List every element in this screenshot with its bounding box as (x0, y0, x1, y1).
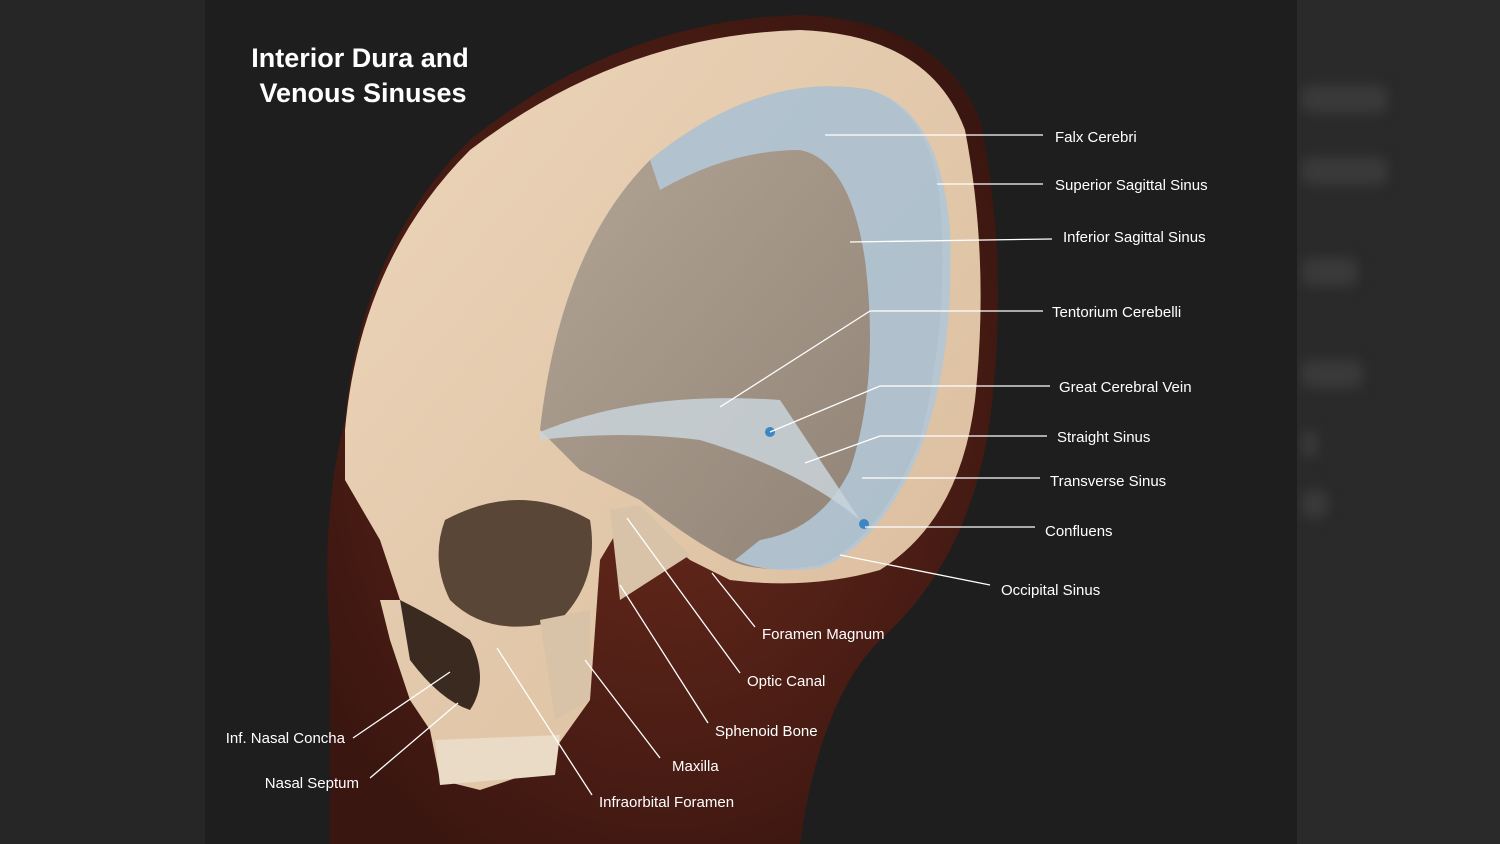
label-inferior-sagittal-sinus: Inferior Sagittal Sinus (1063, 229, 1206, 246)
title-line-2: Venous Sinuses (259, 78, 466, 108)
label-great-cerebral-vein: Great Cerebral Vein (1059, 379, 1192, 396)
maxilla-section (540, 610, 590, 720)
dura-falx (650, 86, 951, 571)
label-maxilla: Maxilla (672, 758, 719, 775)
right-blurred-margin (1297, 0, 1500, 844)
orbit (438, 500, 592, 627)
teeth (435, 735, 560, 785)
label-inf-nasal-concha: Inf. Nasal Concha (226, 730, 346, 747)
nasal-cavity (400, 600, 480, 710)
tentorium (540, 398, 860, 520)
label-optic-canal: Optic Canal (747, 673, 825, 690)
sphenoid-section (610, 505, 690, 600)
label-infraorbital-foramen: Infraorbital Foramen (599, 794, 734, 811)
label-tentorium-cerebelli: Tentorium Cerebelli (1052, 304, 1181, 321)
label-occipital-sinus: Occipital Sinus (1001, 582, 1100, 599)
label-sphenoid-bone: Sphenoid Bone (715, 723, 818, 740)
label-nasal-septum: Nasal Septum (265, 775, 359, 792)
label-foramen-magnum: Foramen Magnum (762, 626, 885, 643)
cranial-cavity (540, 86, 943, 569)
title-line-1: Interior Dura and (251, 43, 469, 73)
leader-lines (352, 134, 1053, 796)
label-superior-sagittal-sinus: Superior Sagittal Sinus (1055, 177, 1208, 194)
label-confluens: Confluens (1045, 523, 1113, 540)
label-transverse-sinus: Transverse Sinus (1050, 473, 1166, 490)
left-blurred-margin (0, 0, 205, 844)
label-straight-sinus: Straight Sinus (1057, 429, 1150, 446)
label-falx-cerebri: Falx Cerebri (1055, 129, 1137, 146)
